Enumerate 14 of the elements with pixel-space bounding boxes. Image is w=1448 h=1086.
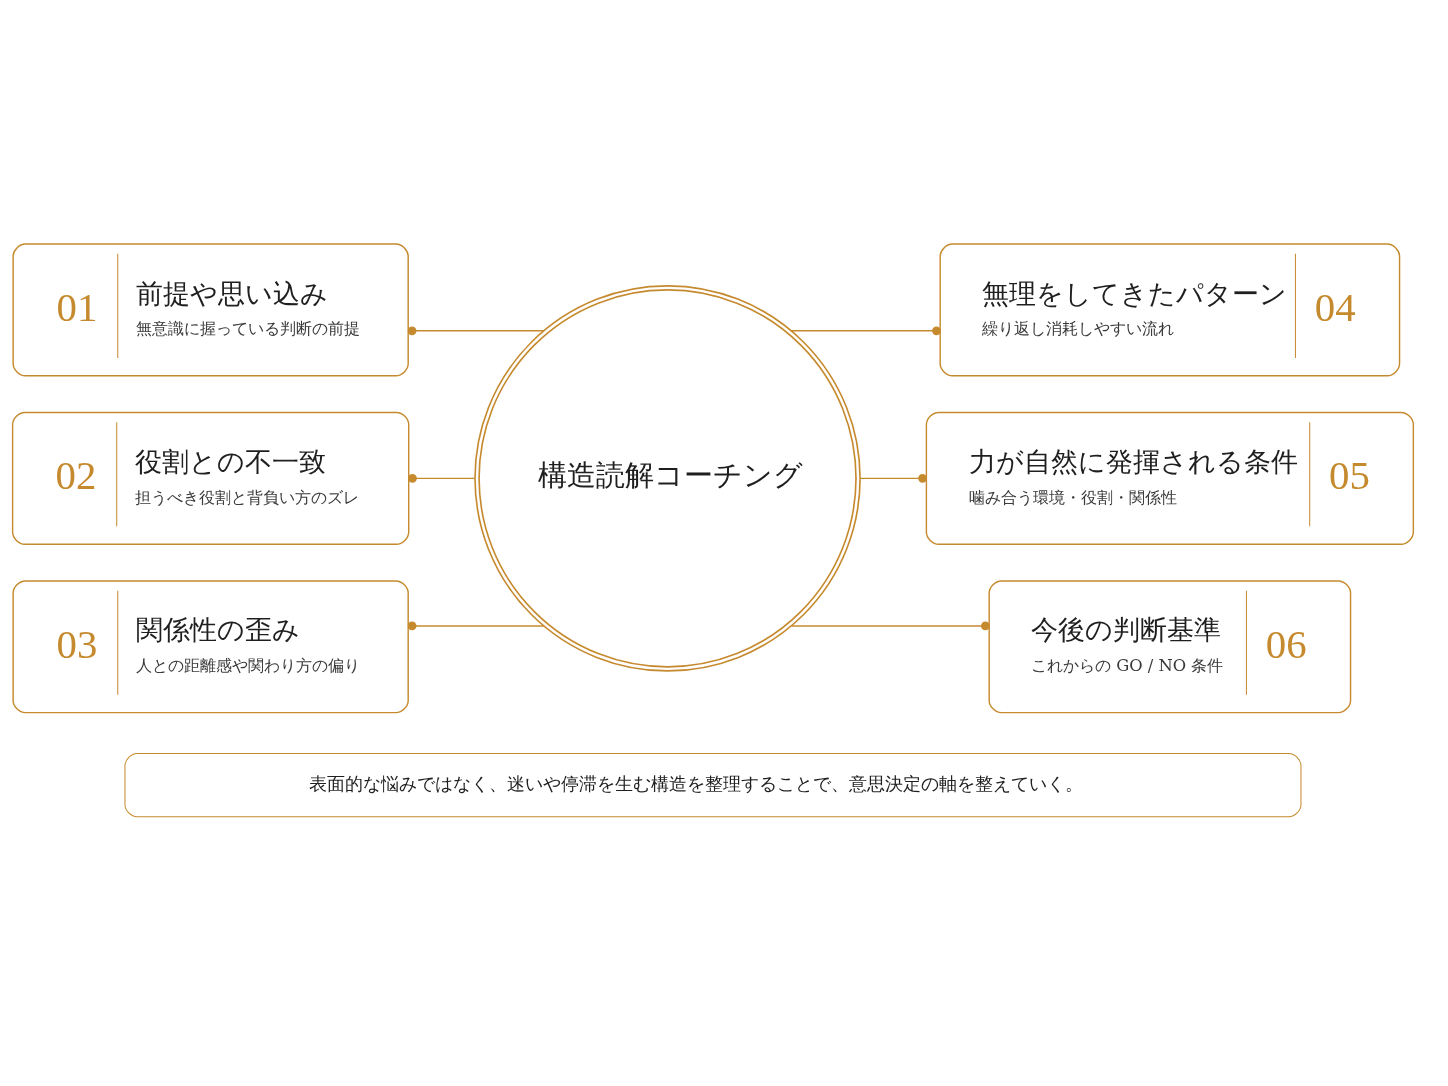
node-box: 02 役割との不一致 担うべき役割と背負い方のズレ	[11, 411, 410, 545]
node-box: 03 関係性の歪み 人との距離感や関わり方の偏り	[12, 579, 409, 713]
connector	[407, 621, 545, 630]
node-box: 01 前提や思い込み 無意識に握っている判断の前提	[12, 242, 409, 376]
connector	[408, 473, 476, 483]
connector	[407, 325, 545, 335]
caption: 表面的な悩みではなく、迷いや停滞を生む構造を整理することで、意思決定の軸を整えていく。	[309, 772, 1084, 794]
node-circle: 構造読解コーチング	[474, 284, 861, 672]
connector	[790, 325, 941, 335]
node-box: 力が自然に発揮される条件 噛み合う環境・役割・関係性 05	[925, 411, 1415, 545]
connector	[859, 473, 927, 483]
node-box: 今後の判断基準 これからの GO / NO 条件 06	[988, 579, 1352, 713]
node-box: 無理をしてきたパターン 繰り返し消耗しやすい流れ 04	[939, 242, 1401, 376]
connector	[790, 621, 990, 630]
